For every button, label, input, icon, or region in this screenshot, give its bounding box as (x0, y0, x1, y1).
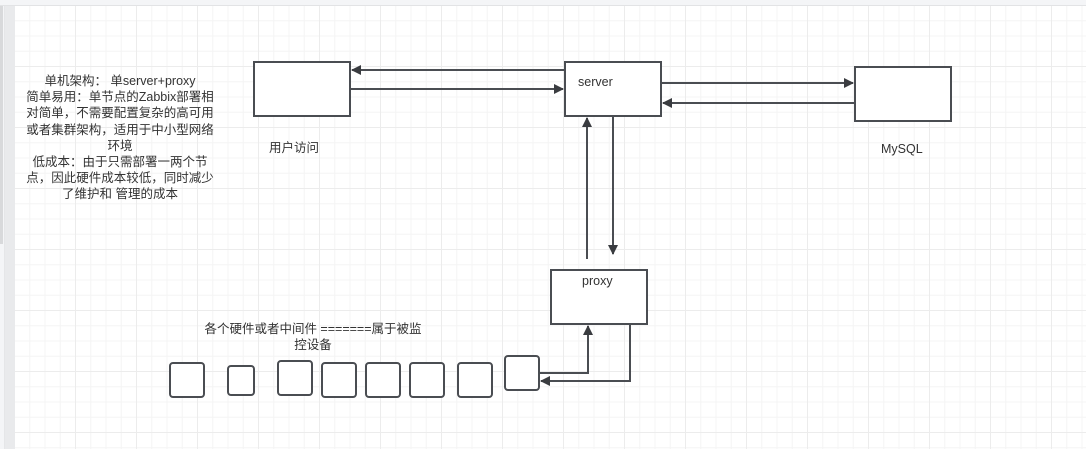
server-label[interactable]: server (578, 75, 613, 89)
device-node[interactable] (321, 362, 357, 398)
device-node[interactable] (504, 355, 540, 391)
note-line: 或者集群架构，适用于中小型网络 (26, 122, 214, 137)
note-line: 简单易用：单节点的Zabbix部署相 (26, 90, 214, 105)
proxy-node[interactable] (550, 269, 648, 325)
architecture-note[interactable]: 单机架构： 单server+proxy 简单易用：单节点的Zabbix部署相 对… (8, 73, 232, 203)
device-node[interactable] (365, 362, 401, 398)
device-node[interactable] (169, 362, 205, 398)
monitored-devices-label[interactable]: 各个硬件或者中间件 =======属于被监 控设备 (180, 321, 446, 353)
left-gutter (5, 6, 15, 449)
top-toolbar-strip (0, 0, 1086, 6)
server-node[interactable] (564, 61, 662, 117)
left-scrollbar[interactable] (0, 6, 5, 449)
proxy-label[interactable]: proxy (582, 274, 613, 288)
note-line: 了维护和 管理的成本 (62, 187, 178, 202)
note-line: 点，因此硬件成本较低，同时减少 (26, 171, 214, 186)
devices-label-line: 控设备 (294, 338, 332, 352)
user-access-node[interactable] (253, 61, 351, 117)
note-line: 环境 (107, 138, 133, 153)
edge-device-to-proxy (539, 325, 593, 374)
device-node[interactable] (227, 365, 255, 396)
note-line: 单机架构： 单server+proxy (44, 74, 196, 88)
device-node[interactable] (277, 360, 313, 396)
devices-label-line: 各个硬件或者中间件 =======属于被监 (204, 322, 422, 336)
mysql-node[interactable] (854, 66, 952, 122)
mysql-label[interactable]: MySQL (881, 142, 923, 156)
scrollbar-thumb[interactable] (0, 6, 3, 244)
device-node[interactable] (409, 362, 445, 398)
note-line: 低成本：由于只需部署一两个节 (32, 155, 208, 170)
note-line: 对简单，不需要配置复杂的高可用 (26, 106, 214, 121)
device-node[interactable] (457, 362, 493, 398)
edge-proxy-to-device (540, 324, 631, 386)
user-access-label[interactable]: 用户访问 (269, 141, 320, 155)
